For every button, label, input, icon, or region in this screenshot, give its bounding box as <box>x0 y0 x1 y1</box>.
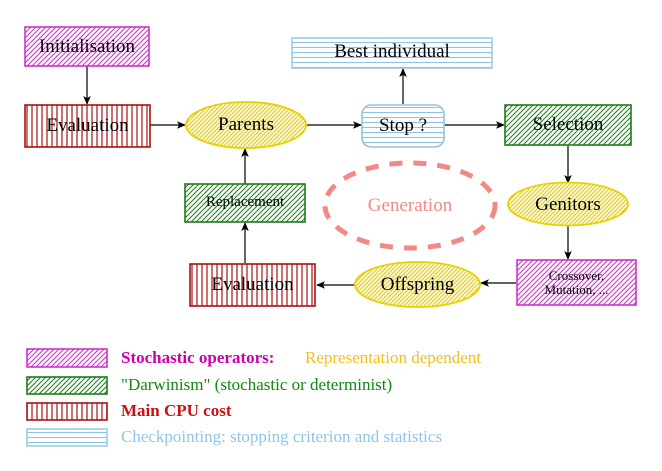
node-initialisation-shape[interactable] <box>24 26 150 67</box>
legend-label-checkpointing: Checkpointing: stopping criterion and st… <box>121 427 443 446</box>
legend-swatch-checkpointing <box>26 428 108 447</box>
node-generation-shape <box>322 160 498 251</box>
node-evaluation-top-shape[interactable] <box>24 104 151 148</box>
node-stop-shape[interactable] <box>361 104 445 148</box>
node-selection-shape[interactable] <box>504 104 632 146</box>
node-best-individual-shape[interactable] <box>291 37 493 69</box>
node-crossover-shape[interactable] <box>516 259 637 306</box>
legend-label-representation-dependent: Representation dependent <box>305 348 482 367</box>
node-genitors-shape[interactable] <box>507 181 629 227</box>
node-replacement-shape[interactable] <box>184 183 306 223</box>
node-offspring-shape[interactable] <box>354 261 481 308</box>
legend-swatch-darwinism <box>26 376 108 395</box>
legend-swatch-main-cpu-cost <box>26 402 108 421</box>
node-parents-shape[interactable] <box>185 101 307 149</box>
legend-label-darwinism: "Darwinism" (stochastic or determinist) <box>121 375 393 394</box>
legend-label-main-cpu-cost: Main CPU cost <box>121 401 232 420</box>
node-evaluation-bottom-shape[interactable] <box>189 263 316 307</box>
legend-swatch-stochastic-operators <box>26 348 108 368</box>
legend-label-stochastic-operators: Stochastic operators: <box>121 348 275 367</box>
